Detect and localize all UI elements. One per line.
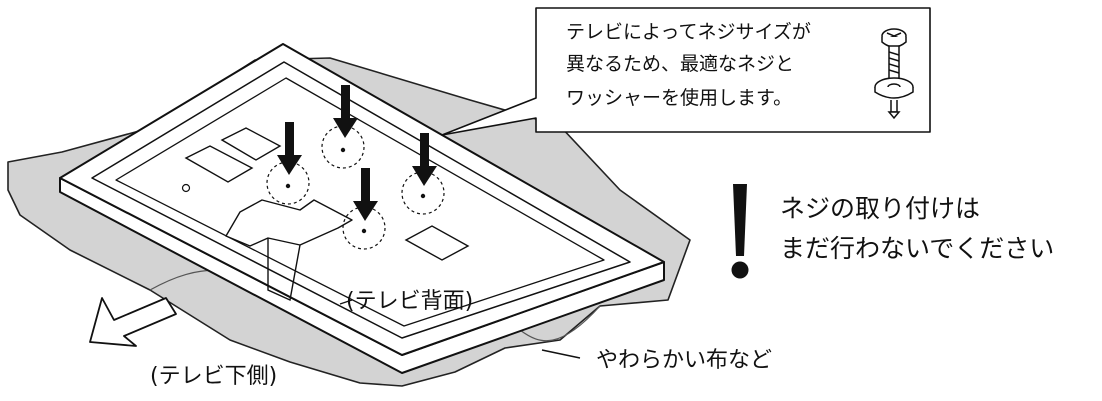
callout-box [441, 7, 931, 136]
insert-arrows [277, 85, 437, 221]
exclamation-icon [731, 184, 749, 279]
soft-cloth-label: やわらかい布など [596, 348, 773, 373]
bottom-direction-arrow [89, 297, 177, 347]
stand-base [225, 199, 353, 247]
warning-line-2: まだ行わないでください [780, 234, 1055, 263]
screw-icon [874, 28, 914, 120]
callout-line-2: 異なるため、最適なネジと [566, 53, 795, 75]
tv-bottom-label: (テレビ下側) [150, 364, 278, 389]
callout-line-3: ワッシャーを使用します。 [566, 87, 793, 109]
callout-line-1: テレビによってネジサイズが [566, 21, 811, 43]
warning-line-1: ネジの取り付けは [780, 194, 981, 223]
tv-back-label: (テレビ背面) [346, 289, 474, 314]
